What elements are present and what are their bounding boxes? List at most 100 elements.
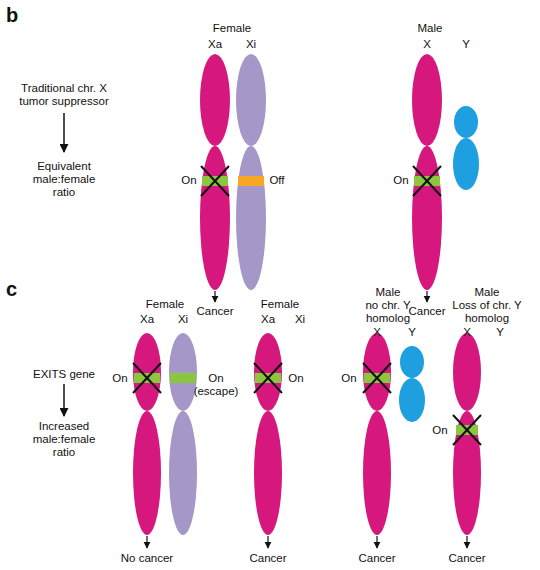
text-label: Xa <box>140 313 154 326</box>
text-label: Equivalent male:female ratio <box>28 160 100 199</box>
mutation-cross <box>201 166 229 196</box>
mutation-cross <box>254 363 282 393</box>
text-label: Loss of chr. Y homolog <box>447 299 527 325</box>
flow-arrow <box>64 113 65 152</box>
x-chromosome <box>453 333 481 411</box>
mutation-cross <box>453 415 481 445</box>
x-chromosome-active <box>133 333 161 535</box>
outcome-arrow <box>466 536 467 548</box>
text-label: Cancer <box>448 552 485 565</box>
x-chromosome-active <box>254 411 282 535</box>
mutation-cross <box>133 363 161 393</box>
x-chromosome <box>412 54 442 146</box>
mutation-cross <box>254 363 282 393</box>
text-label: no chr. Y homolog <box>358 299 418 325</box>
text-label: Y <box>462 38 470 51</box>
text-label: EXITS gene <box>33 368 95 381</box>
x-chromosome <box>412 146 442 290</box>
x-chromosome-inactive <box>169 333 197 535</box>
text-label: X <box>373 326 381 339</box>
text-label: Cancer <box>249 552 286 565</box>
x-chromosome <box>453 333 481 535</box>
outcome-arrow <box>376 536 377 548</box>
x-chromosome <box>412 54 442 290</box>
text-label: Cancer <box>196 305 233 318</box>
x-chromosome-inactive <box>236 54 266 290</box>
text-label: Increased male:female ratio <box>28 420 100 459</box>
text-label: Female <box>213 22 251 35</box>
text-label: On <box>393 174 408 187</box>
x-chromosome <box>453 411 481 535</box>
y-chromosome <box>454 106 478 138</box>
text-label: X <box>423 38 431 51</box>
text-label: On <box>341 372 356 385</box>
x-chromosome <box>363 333 391 535</box>
text-label: Xi <box>178 313 188 326</box>
text-label: Y <box>496 326 504 339</box>
outcome-arrow <box>267 536 268 548</box>
outcome-arrow <box>146 536 147 548</box>
text-label: Cancer <box>408 305 445 318</box>
x-chromosome-active <box>254 333 282 535</box>
x-chromosome-inactive <box>169 411 197 535</box>
x-chromosome-active <box>200 54 230 146</box>
text-label: Y <box>408 326 416 339</box>
mutation-cross <box>201 166 229 196</box>
gene-band <box>170 373 196 383</box>
mutation-cross <box>201 166 229 196</box>
x-chromosome <box>363 411 391 535</box>
y-chromosome <box>399 378 425 422</box>
text-label: Xa <box>208 38 222 51</box>
mutation-cross <box>413 166 441 196</box>
text-label: Off <box>269 174 284 187</box>
text-label: Male <box>475 286 500 299</box>
text-label: Xi <box>246 38 256 51</box>
text-label: Traditional chr. X tumor suppressor <box>10 82 118 108</box>
x-chromosome-inactive <box>236 146 266 290</box>
x-chromosome-active <box>200 54 230 290</box>
text-label: Male <box>376 286 401 299</box>
text-label: Cancer <box>358 552 395 565</box>
outcome-arrow <box>214 291 215 302</box>
y-chromosome <box>453 106 479 190</box>
mutation-cross <box>133 363 481 445</box>
mutation-cross <box>363 363 391 393</box>
flow-arrow <box>63 384 65 416</box>
text-label: Male <box>418 22 443 35</box>
text-label: On <box>288 372 303 385</box>
mutation-cross <box>133 363 161 393</box>
panel-letter: b <box>6 4 18 26</box>
x-chromosome-active <box>200 146 230 290</box>
gene-band <box>134 373 478 435</box>
x-chromosome-active <box>133 411 161 535</box>
x-chromosome-active <box>254 333 282 411</box>
panel-letter: c <box>6 278 17 300</box>
outcome-arrow <box>147 536 467 548</box>
text-label: On <box>432 424 447 437</box>
x-chromosome-inactive <box>236 54 266 146</box>
text-label: No cancer <box>121 552 173 565</box>
y-chromosome <box>400 346 424 378</box>
text-label: Female <box>261 298 299 311</box>
gene-band <box>238 176 264 186</box>
text-label: Female <box>146 298 184 311</box>
y-chromosome <box>399 346 425 422</box>
text-label: On (escape) <box>192 372 240 398</box>
mutation-cross <box>453 415 481 445</box>
x-chromosome-inactive <box>169 333 197 411</box>
mutation-cross <box>363 363 391 393</box>
text-label: On <box>181 174 196 187</box>
flow-arrow <box>63 113 65 152</box>
x-chromosome <box>363 333 391 411</box>
text-label: Xa <box>261 313 275 326</box>
flow-arrow <box>64 384 65 416</box>
mutation-cross <box>413 166 441 196</box>
text-label: X <box>463 326 471 339</box>
mutation-cross <box>413 166 441 196</box>
y-chromosome <box>453 138 479 190</box>
x-chromosome-active <box>133 333 161 411</box>
text-label: On <box>112 372 127 385</box>
text-label: Xi <box>295 313 305 326</box>
outcome-arrow <box>426 291 427 302</box>
